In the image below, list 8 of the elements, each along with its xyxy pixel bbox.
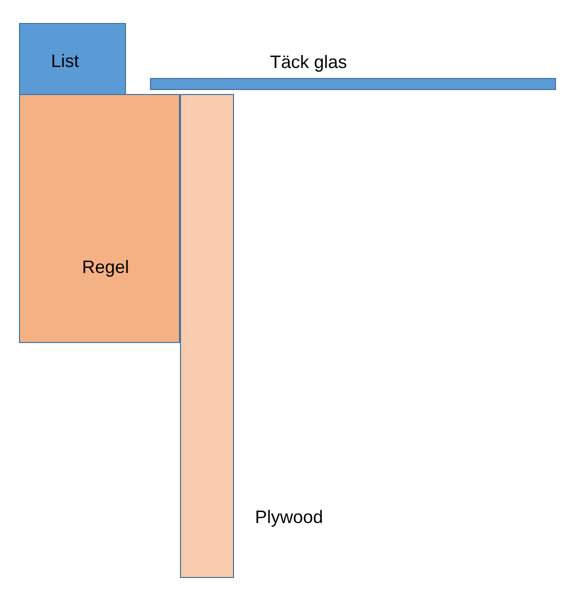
glass-pane bbox=[150, 78, 556, 90]
plywood-panel bbox=[180, 94, 234, 578]
stud-block bbox=[19, 94, 180, 343]
part-label: Plywood bbox=[255, 507, 324, 528]
part-label: List bbox=[51, 51, 80, 72]
trim-strip bbox=[19, 23, 126, 95]
part-label: Täck glas bbox=[270, 52, 348, 73]
part-label: Regel bbox=[82, 257, 130, 278]
